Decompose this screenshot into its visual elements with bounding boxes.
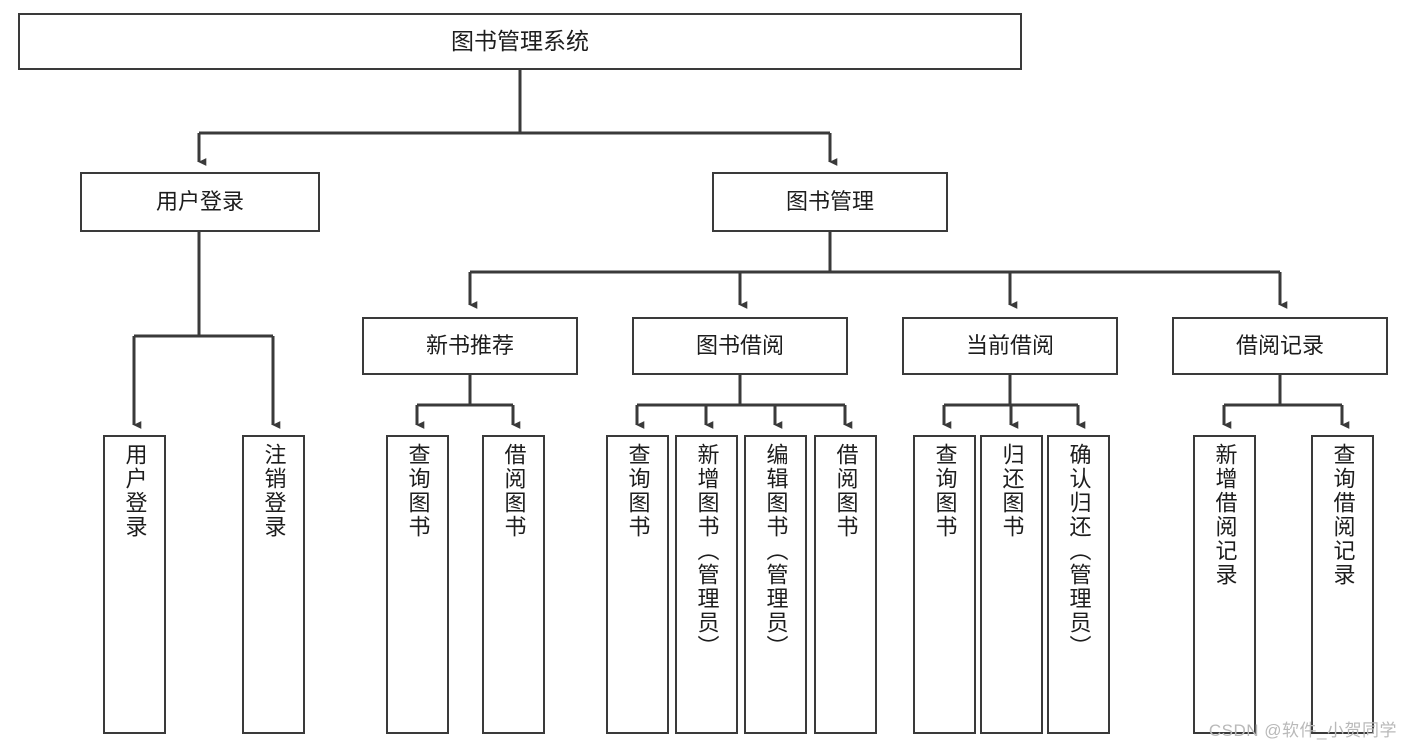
node-user-logout-label: 注销登录 bbox=[261, 443, 287, 539]
node-query-book-2[interactable]: 查询图书 bbox=[606, 435, 669, 734]
node-borrow-book-1[interactable]: 借阅图书 bbox=[482, 435, 545, 734]
node-add-book-label: 新增图书（管理员） bbox=[694, 443, 720, 659]
node-return-book-label: 归还图书 bbox=[999, 443, 1025, 539]
node-borrow-record[interactable]: 借阅记录 bbox=[1172, 317, 1388, 375]
node-confirm-return-label: 确认归还（管理员） bbox=[1066, 443, 1092, 659]
node-book-management-label: 图书管理 bbox=[785, 189, 874, 215]
node-root[interactable]: 图书管理系统 bbox=[18, 13, 1022, 70]
node-edit-book-label: 编辑图书（管理员） bbox=[763, 443, 789, 659]
node-root-label: 图书管理系统 bbox=[451, 28, 589, 55]
node-query-borrow-record-label: 查询借阅记录 bbox=[1330, 443, 1356, 587]
node-new-book-recommend[interactable]: 新书推荐 bbox=[362, 317, 578, 375]
node-current-borrow-label: 当前借阅 bbox=[965, 333, 1054, 359]
node-add-borrow-record-label: 新增借阅记录 bbox=[1212, 443, 1238, 587]
node-borrow-book-2[interactable]: 借阅图书 bbox=[814, 435, 877, 734]
watermark: CSDN @软件_小贺同学 bbox=[1208, 721, 1397, 740]
node-query-book-3-label: 查询图书 bbox=[932, 443, 958, 539]
node-edit-book[interactable]: 编辑图书（管理员） bbox=[744, 435, 807, 734]
node-user-login-label: 用户登录 bbox=[155, 189, 244, 215]
node-query-book-1-label: 查询图书 bbox=[405, 443, 431, 539]
node-query-book-2-label: 查询图书 bbox=[625, 443, 651, 539]
node-query-book-1[interactable]: 查询图书 bbox=[386, 435, 449, 734]
node-user-login[interactable]: 用户登录 bbox=[80, 172, 320, 232]
node-new-book-recommend-label: 新书推荐 bbox=[425, 333, 514, 359]
node-book-borrow-label: 图书借阅 bbox=[695, 333, 784, 359]
node-return-book[interactable]: 归还图书 bbox=[980, 435, 1043, 734]
node-confirm-return[interactable]: 确认归还（管理员） bbox=[1047, 435, 1110, 734]
node-query-book-3[interactable]: 查询图书 bbox=[913, 435, 976, 734]
node-user-login-do[interactable]: 用户登录 bbox=[103, 435, 166, 734]
node-book-management[interactable]: 图书管理 bbox=[712, 172, 948, 232]
node-borrow-book-1-label: 借阅图书 bbox=[501, 443, 527, 539]
node-query-borrow-record[interactable]: 查询借阅记录 bbox=[1311, 435, 1374, 734]
node-borrow-record-label: 借阅记录 bbox=[1235, 333, 1324, 359]
node-user-logout[interactable]: 注销登录 bbox=[242, 435, 305, 734]
node-user-login-do-label: 用户登录 bbox=[122, 443, 148, 539]
node-current-borrow[interactable]: 当前借阅 bbox=[902, 317, 1118, 375]
node-add-book[interactable]: 新增图书（管理员） bbox=[675, 435, 738, 734]
node-borrow-book-2-label: 借阅图书 bbox=[833, 443, 859, 539]
node-book-borrow[interactable]: 图书借阅 bbox=[632, 317, 848, 375]
node-add-borrow-record[interactable]: 新增借阅记录 bbox=[1193, 435, 1256, 734]
